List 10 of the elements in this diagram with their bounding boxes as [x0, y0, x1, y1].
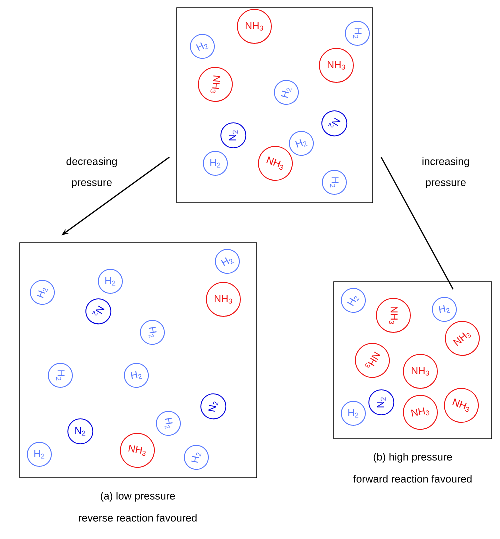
- caption: (b) high pressure: [374, 453, 452, 463]
- container-box: [20, 242, 258, 478]
- caption: (a) low pressure: [101, 492, 176, 502]
- caption: forward reaction favoured: [354, 475, 472, 483]
- caption: reverse reaction favoured: [79, 514, 197, 522]
- connector-line: [380, 157, 454, 290]
- edge-label: increasing pressure: [422, 158, 470, 188]
- edge-label: decreasing pressure: [66, 158, 117, 188]
- container-box: [334, 282, 492, 440]
- container-box: [176, 8, 374, 204]
